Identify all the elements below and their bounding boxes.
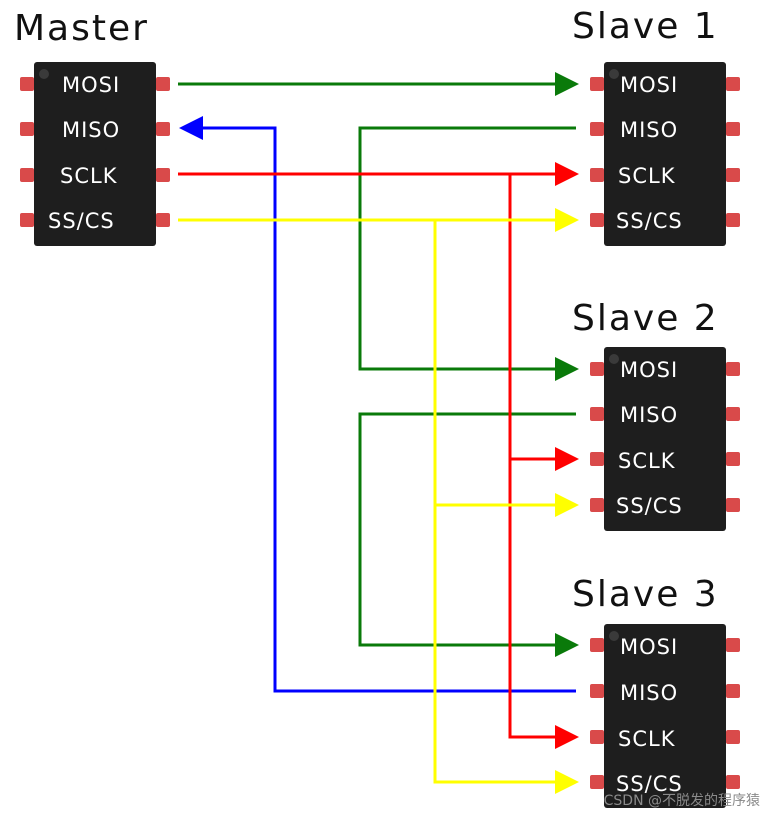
- mosi-wire-slave2: [358, 126, 579, 381]
- sscs-wire-slave3: [433, 505, 579, 794]
- wires: [178, 72, 579, 794]
- slave3-pin-mosi: MOSI: [620, 635, 678, 659]
- slave2-pins: [590, 362, 740, 512]
- watermark: CSDN @不脱发的程序猿: [603, 793, 760, 809]
- master-pins: [20, 77, 170, 227]
- slave2-pin-miso: MISO: [620, 403, 678, 427]
- mosi-wire-slave3: [358, 412, 579, 657]
- miso-wire-to-master: [179, 116, 576, 693]
- slave3-pin-miso: MISO: [620, 681, 678, 705]
- sclk-wire-slave2: [508, 174, 579, 471]
- sclk-wire-slave3: [508, 459, 579, 749]
- slave3-chip: MOSI MISO SCLK SS/CS: [590, 624, 740, 808]
- slave1-pin-miso: MISO: [620, 118, 678, 142]
- slave1-pin-mosi: MOSI: [620, 73, 678, 97]
- slave2-pin-sclk: SCLK: [618, 449, 676, 473]
- master-chip: MOSI MISO SCLK SS/CS: [20, 62, 170, 246]
- slave2-pin-sscs: SS/CS: [616, 494, 683, 518]
- slave3-pins: [590, 638, 740, 789]
- slave1-title: Slave 1: [572, 6, 719, 47]
- slave3-pin-sclk: SCLK: [618, 727, 676, 751]
- slave2-pin-mosi: MOSI: [620, 358, 678, 382]
- master-pin-sclk: SCLK: [60, 164, 118, 188]
- slave1-pin-sscs: SS/CS: [616, 209, 683, 233]
- slave2-chip: MOSI MISO SCLK SS/CS: [590, 347, 740, 531]
- slave1-chip: MOSI MISO SCLK SS/CS: [590, 62, 740, 246]
- master-title: Master: [14, 8, 149, 49]
- slave2-title: Slave 2: [572, 298, 719, 339]
- master-pin-sscs: SS/CS: [48, 209, 115, 233]
- slave3-title: Slave 3: [572, 574, 719, 615]
- master-pin-mosi: MOSI: [62, 73, 120, 97]
- slave1-pin-sclk: SCLK: [618, 164, 676, 188]
- slave1-pins: [590, 77, 740, 227]
- master-pin-miso: MISO: [62, 118, 120, 142]
- slave3-pin-sscs: SS/CS: [616, 772, 683, 796]
- sscs-wire-slave2: [433, 220, 579, 517]
